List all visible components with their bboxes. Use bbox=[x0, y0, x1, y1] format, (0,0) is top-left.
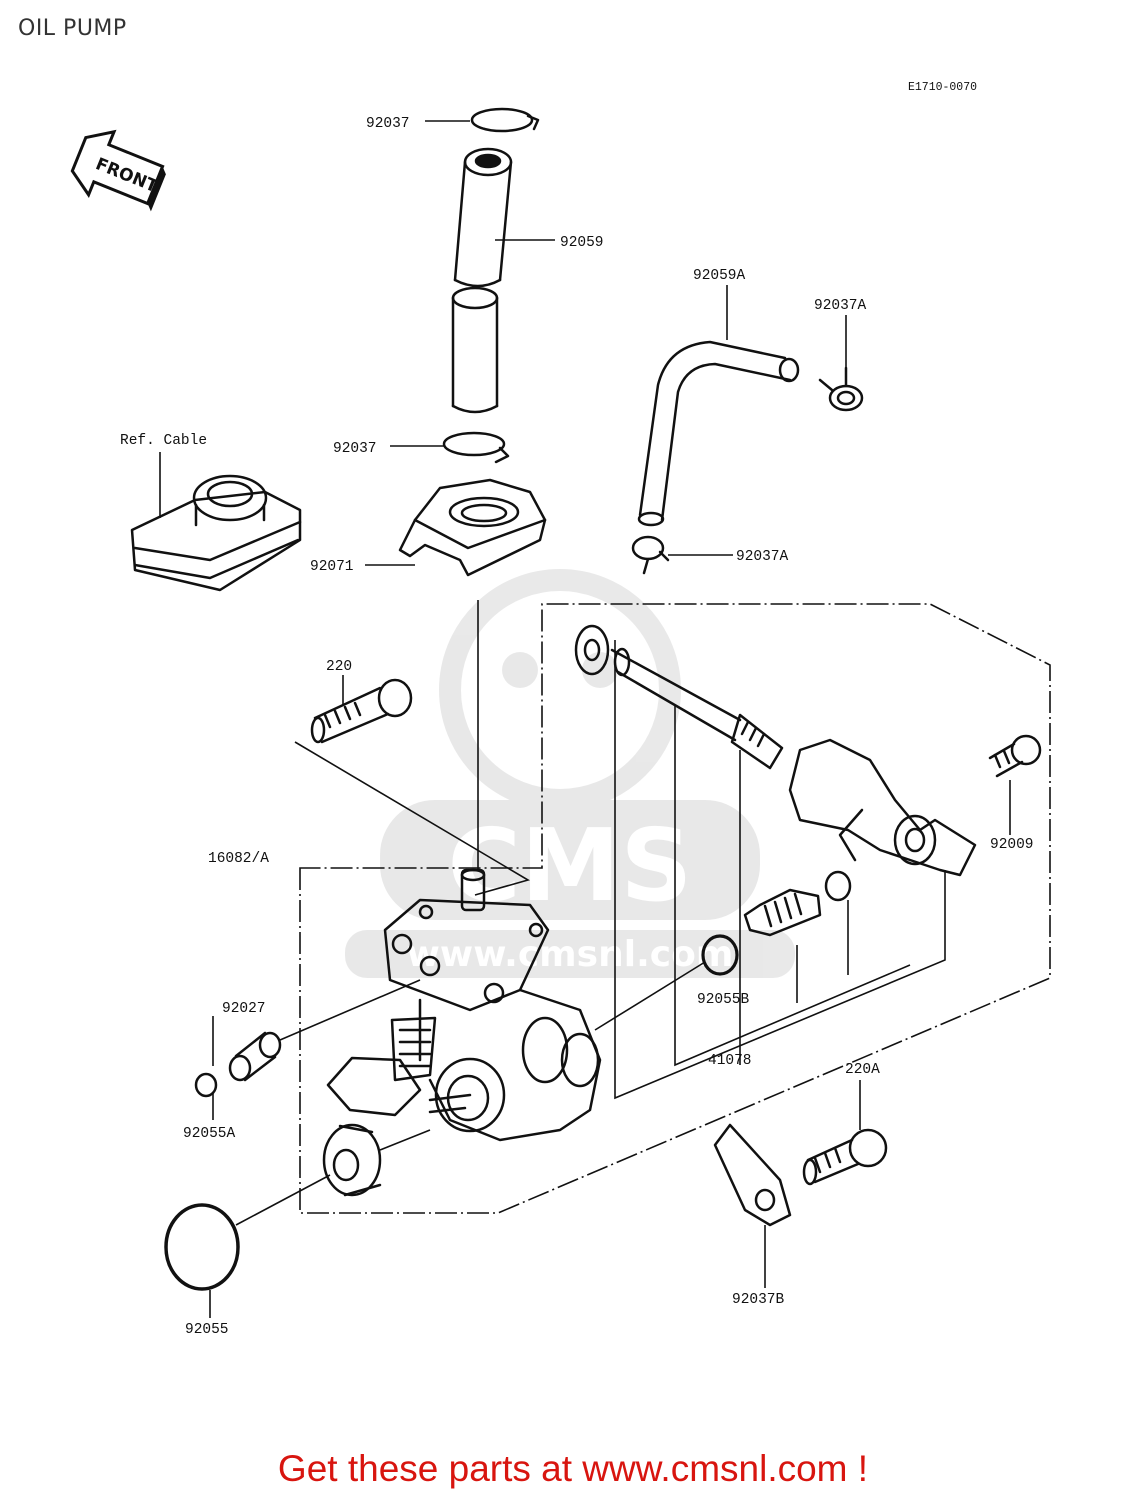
part-labels: 92037 92059 92059A 92037A 92037 92071 92… bbox=[120, 116, 1034, 1338]
watermark-url: www.cmsnl.com bbox=[407, 934, 734, 975]
hose-clamp-icon bbox=[818, 366, 864, 412]
hose-clamp-icon bbox=[631, 535, 670, 575]
bolt-icon bbox=[802, 1128, 888, 1186]
bolt-icon bbox=[988, 734, 1042, 778]
cms-watermark: CMS www.cmsnl.com bbox=[345, 569, 795, 978]
part-label: 92071 bbox=[310, 559, 354, 575]
footer-link[interactable]: Get these parts at www.cmsnl.com ! bbox=[277, 1448, 869, 1489]
cable-boot-icon bbox=[130, 474, 302, 592]
pump-shaft-icon bbox=[574, 624, 784, 770]
hose-clip-icon bbox=[470, 107, 540, 133]
lock-plate-icon bbox=[713, 1123, 792, 1227]
part-label: 16082/A bbox=[208, 851, 269, 867]
part-label: 41078 bbox=[708, 1053, 752, 1069]
oil-hose-icon bbox=[451, 147, 513, 414]
front-arrow-icon: FRONT bbox=[70, 129, 166, 212]
oil-hose-bent-icon bbox=[637, 340, 800, 527]
page-title: OIL PUMP bbox=[18, 16, 127, 41]
o-ring-icon bbox=[824, 870, 852, 902]
part-label: 92037B bbox=[732, 1292, 785, 1308]
part-label: 92055 bbox=[185, 1322, 229, 1338]
pump-cover-icon bbox=[788, 738, 977, 877]
part-label: 92059 bbox=[560, 235, 604, 251]
ref-cable-label: Ref. Cable bbox=[120, 433, 207, 449]
part-label: 92037A bbox=[736, 549, 789, 565]
part-label: 92037 bbox=[366, 116, 410, 132]
part-label: 220A bbox=[845, 1062, 880, 1078]
part-label: 92055B bbox=[697, 992, 750, 1008]
part-label: 92037A bbox=[814, 298, 867, 314]
part-label: 92059A bbox=[693, 268, 746, 284]
o-ring-icon bbox=[164, 1203, 240, 1291]
collar-icon bbox=[228, 1031, 282, 1082]
o-ring-icon bbox=[194, 1072, 218, 1098]
part-label: 92055A bbox=[183, 1126, 236, 1142]
o-ring-icon bbox=[701, 934, 739, 976]
part-label: 92009 bbox=[990, 837, 1034, 853]
part-label: 92027 bbox=[222, 1001, 266, 1017]
pump-bracket-icon bbox=[398, 478, 547, 577]
diagram-code: E1710-0070 bbox=[908, 81, 977, 94]
oil-pump-body-icon bbox=[326, 868, 602, 1142]
watermark-text: CMS bbox=[448, 807, 693, 924]
check-valve-icon bbox=[743, 888, 822, 937]
parts-diagram: CMS www.cmsnl.com E1710-0070 FRONT bbox=[70, 81, 1051, 1338]
part-label: 92037 bbox=[333, 441, 377, 457]
part-label: 220 bbox=[326, 659, 352, 675]
oil-seal-icon bbox=[322, 1123, 382, 1197]
hose-clip-icon bbox=[442, 431, 510, 464]
bolt-icon bbox=[310, 678, 413, 744]
